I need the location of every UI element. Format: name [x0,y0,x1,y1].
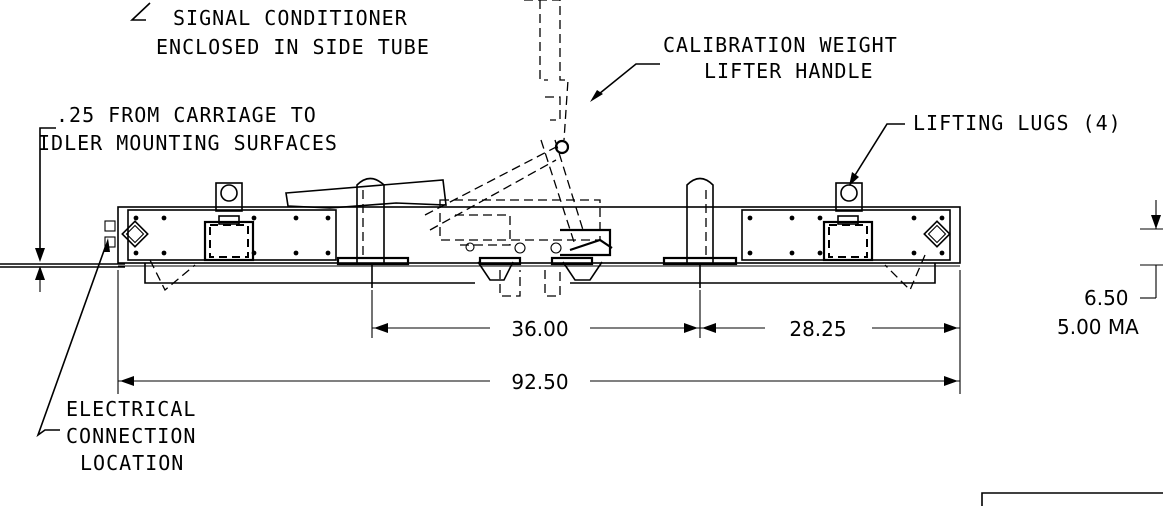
lifting-lugs-leader [851,123,905,181]
right-panel [741,209,951,261]
calibration-weight-label-line1: CALIBRATION WEIGHT [663,33,898,57]
title-block-corner [981,492,1163,506]
right-base-plate [662,256,738,288]
carriage-label-line2: IDLER MOUNTING SURFACES [38,131,338,155]
left-panel [127,209,337,261]
right-corner-diamond [884,220,951,292]
lifting-lugs-label: LIFTING LUGS (4) [913,111,1122,135]
extension-lines [117,270,961,394]
carriage-label-line1: .25 FROM CARRIAGE TO [56,103,317,127]
left-base-plate [336,256,410,288]
dim-28-arrow-right [944,323,958,333]
calibration-weight-arrowhead [590,90,603,102]
dimension-92-50: 92.50 [511,370,568,394]
left-carriage-bottom [144,263,475,284]
left-upright-post [356,177,385,263]
calibration-lifter-linkage [424,0,613,297]
right-lifting-lug [835,182,863,212]
dimension-28-25: 28.25 [789,317,846,341]
dim-92-arrow-left [120,376,134,386]
left-panel-bolts [133,215,331,256]
electrical-arrowhead [103,238,110,252]
electrical-label-line3: LOCATION [80,451,184,475]
center-base-plates [478,256,594,266]
lifting-lugs-arrowhead [849,172,859,186]
calibration-weight-leader [593,63,660,99]
signal-conditioner-label-line1: SIGNAL CONDITIONER [173,6,408,30]
electrical-label-line1: ELECTRICAL [66,397,196,421]
dimension-6-50: 6.50 [1084,286,1129,310]
signal-conditioner-leader [129,2,151,21]
frame-outline [117,206,961,264]
right-clamp-block [822,215,874,262]
dim-36-arrow-right [684,323,698,333]
carriage-dimension-line [39,127,56,250]
left-lifting-lug [215,182,243,212]
right-panel-bolts [747,215,945,256]
calibration-weight-label-line2: LIFTER HANDLE [704,59,874,83]
tray-weight [285,179,447,209]
right-carriage-bottom [570,263,936,284]
signal-conditioner-label-line2: ENCLOSED IN SIDE TUBE [156,35,430,59]
connector-top [104,220,116,232]
electrical-leader [36,244,107,438]
dim-28-arrow-left [702,323,716,333]
electrical-label-line2: CONNECTION [66,424,196,448]
dim-92-arrow-right [944,376,958,386]
dimension-36: 36.00 [511,317,568,341]
left-corner-diamond [121,220,196,292]
height-dimension-marks [1140,200,1163,299]
left-clamp-block [203,215,255,262]
dimension-5-00-max: 5.00 MA [1057,315,1139,339]
connector-bottom [104,236,116,248]
right-upright-post [686,177,714,263]
carriage-arrowhead-top [35,248,45,262]
dim-36-arrow-left [374,323,388,333]
